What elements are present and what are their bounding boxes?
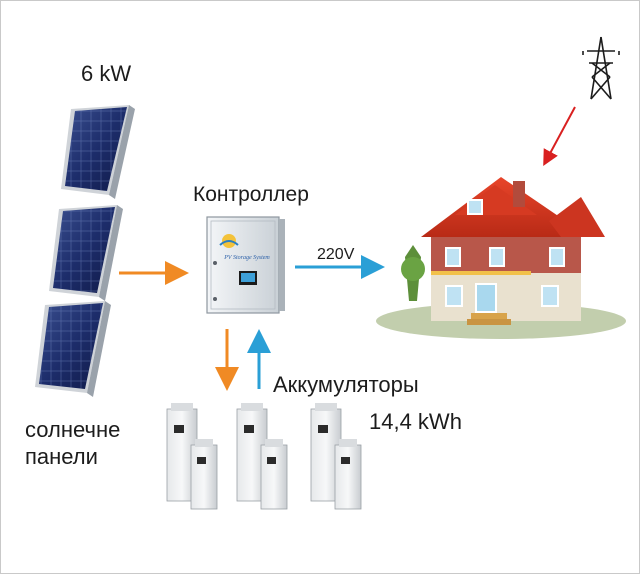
solar-panels-label-line1: солнечне (25, 417, 121, 442)
house-icon (376, 177, 626, 339)
battery-icon (310, 403, 362, 510)
voltage-label: 220V (317, 246, 355, 263)
controller-brand-text: PV Storage System (223, 255, 270, 261)
power-rating-label: 6 kW (81, 61, 132, 86)
controller-label: Контроллер (193, 183, 309, 206)
battery-icon (166, 403, 218, 510)
solar-panels-label-line2: панели (25, 444, 98, 469)
capacity-label: 14,4 kWh (369, 409, 462, 434)
solar-panel-icon (35, 301, 111, 397)
controller-cabinet-icon: PV Storage System (206, 216, 285, 314)
solar-panel-icon (49, 205, 123, 301)
solar-panel-icon (61, 105, 135, 199)
batteries-label: Аккумуляторы (273, 372, 419, 397)
arrow-grid-to-house (543, 106, 576, 167)
battery-icon (236, 403, 288, 510)
power-pylon-icon (582, 36, 620, 100)
